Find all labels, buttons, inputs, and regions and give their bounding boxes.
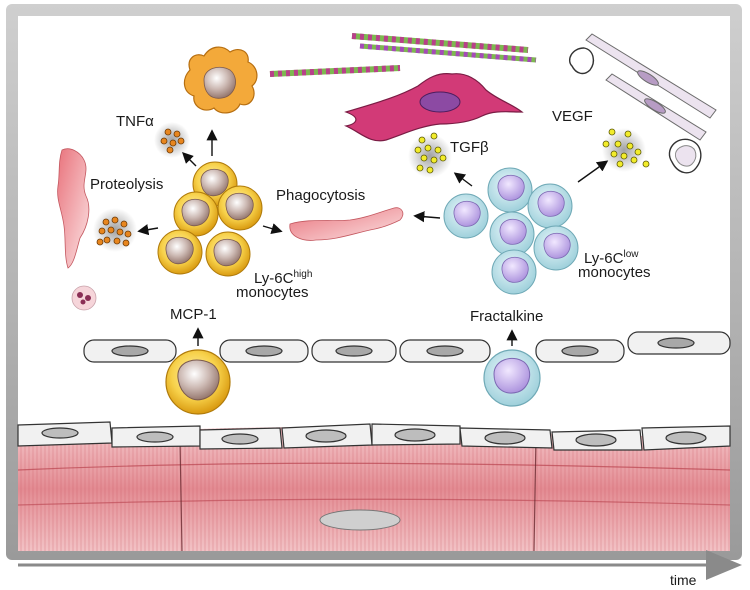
ly6c-high-monocyte-icon [205,231,251,277]
vessel-wall [17,427,731,552]
arrow-icon [182,152,197,167]
collagen-fiber-icon [269,65,401,77]
muscle-nucleus-icon [319,509,401,531]
ly6c-high-monocyte-icon [165,349,231,415]
ly6c-high-cluster [157,161,263,277]
label-proteolysis: Proteolysis [90,176,164,193]
neutrophil-icon [71,285,97,311]
arrow-icon [413,211,441,223]
ly6c-low-superscript: low [623,249,639,260]
ly6c-high-monocyte-icon [217,185,263,231]
label-mcp1: MCP-1 [170,306,217,323]
macrophage-icon [183,46,258,114]
label-ly6c-high-monocytes: monocytes [236,284,309,301]
vegf-dots [602,128,650,172]
ly6c-high-monocyte-icon [173,191,219,237]
label-phagocytosis: Phagocytosis [276,187,366,204]
cell-debris-icon [57,148,90,269]
ly6c-high-superscript: high [293,269,313,280]
ly6c-low-monocyte-icon [533,225,579,271]
blood-vessel-icon [568,33,717,174]
ly6c-low-monocyte-icon [487,167,533,213]
ly6c-high-monocyte-icon [157,229,203,275]
arrows [137,129,609,346]
label-tnfa: TNFα [116,113,154,130]
label-fractalkine: Fractalkine [470,308,544,325]
label-ly6c-low: Ly-6Clow [584,246,638,267]
endothelial-cell-icon [83,339,177,363]
endothelial-cell-icon [399,339,491,363]
endothelial-lining [17,421,731,451]
endothelial-cell-icon [535,339,625,363]
endothelium-row [83,331,731,363]
label-ly6c-high: Ly-6Chigh [254,266,312,287]
endothelial-cell-icon [311,339,397,363]
tgfb-dots [408,132,452,178]
ly6c-low-monocyte-icon [527,183,573,229]
ly6c-low-cluster [443,167,579,295]
endothelial-cell-icon [219,339,309,363]
proteolysis-dots [93,208,137,252]
label-vegf: VEGF [552,108,593,125]
ly6c-low-monocyte-icon [483,349,541,407]
ly6c-low-prefix: Ly-6C [584,250,624,267]
ly6c-low-monocyte-icon [443,193,489,239]
arrow-icon [262,223,283,235]
label-ly6c-low-monocytes: monocytes [578,264,651,281]
fibroblast-icon [343,73,524,142]
arrow-icon [577,160,609,183]
label-tgfb: TGFβ [450,139,489,156]
arrow-icon [453,172,473,187]
label-time: time [670,572,697,588]
ly6c-low-monocyte-icon [491,249,537,295]
arrow-icon [137,224,159,236]
collagen-fiber-icon [351,33,537,63]
endothelial-cell-icon [627,331,731,355]
ly6c-low-monocyte-icon [489,211,535,257]
cell-debris-icon [289,207,404,241]
ly6c-high-prefix: Ly-6C [254,270,294,287]
tnfa-dots [154,122,190,158]
